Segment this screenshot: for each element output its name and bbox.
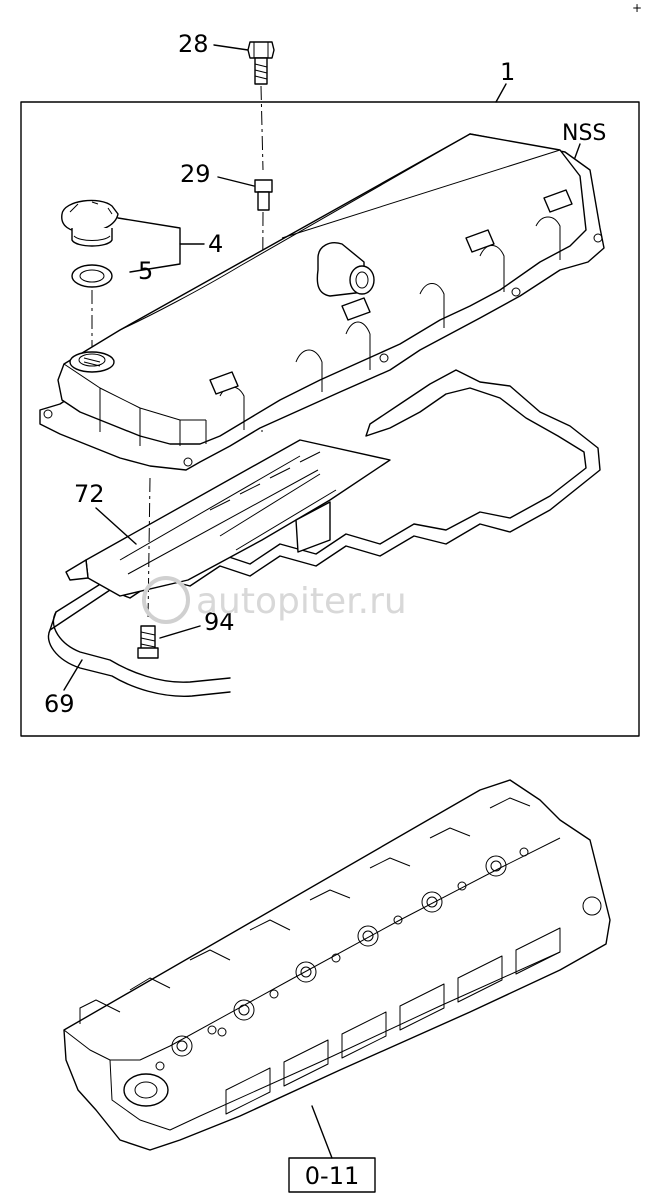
bolt-28 bbox=[247, 41, 275, 85]
callout-28: 28 bbox=[178, 30, 209, 58]
watermark: autopiter.ru bbox=[142, 576, 407, 624]
corner-mark: + bbox=[632, 1, 642, 15]
axis-bolt-94 bbox=[147, 477, 151, 621]
leader-29 bbox=[217, 176, 255, 187]
leader-1 bbox=[495, 83, 507, 103]
leader-94 bbox=[159, 625, 201, 639]
watermark-logo-icon bbox=[142, 576, 190, 624]
callout-nss: NSS bbox=[562, 121, 606, 146]
bracket-4 bbox=[117, 217, 181, 273]
callout-5: 5 bbox=[138, 257, 153, 285]
oil-filler-cap bbox=[61, 199, 119, 247]
callout-72: 72 bbox=[74, 480, 105, 508]
grommet-29 bbox=[254, 179, 273, 211]
cylinder-head bbox=[63, 779, 611, 1151]
callout-29: 29 bbox=[180, 160, 211, 188]
callout-94: 94 bbox=[204, 608, 235, 636]
filler-cap-gasket bbox=[71, 264, 113, 288]
heat-shield-72 bbox=[65, 439, 391, 597]
leader-69 bbox=[63, 659, 83, 691]
bolt-94 bbox=[137, 625, 159, 659]
head-cover-gasket bbox=[47, 369, 601, 697]
reference-label: 0-11 bbox=[305, 1162, 359, 1190]
callout-4: 4 bbox=[208, 230, 223, 258]
reference-box bbox=[288, 1157, 376, 1193]
watermark-text: autopiter.ru bbox=[196, 581, 407, 622]
axis-bolt-28 bbox=[260, 85, 264, 171]
leader-reference bbox=[311, 1105, 333, 1159]
head-cover bbox=[39, 133, 605, 471]
leader-28 bbox=[213, 44, 249, 51]
assembly-frame bbox=[20, 101, 640, 737]
leader-72 bbox=[95, 507, 137, 545]
callout-1: 1 bbox=[500, 58, 515, 86]
callout-69: 69 bbox=[44, 690, 75, 718]
